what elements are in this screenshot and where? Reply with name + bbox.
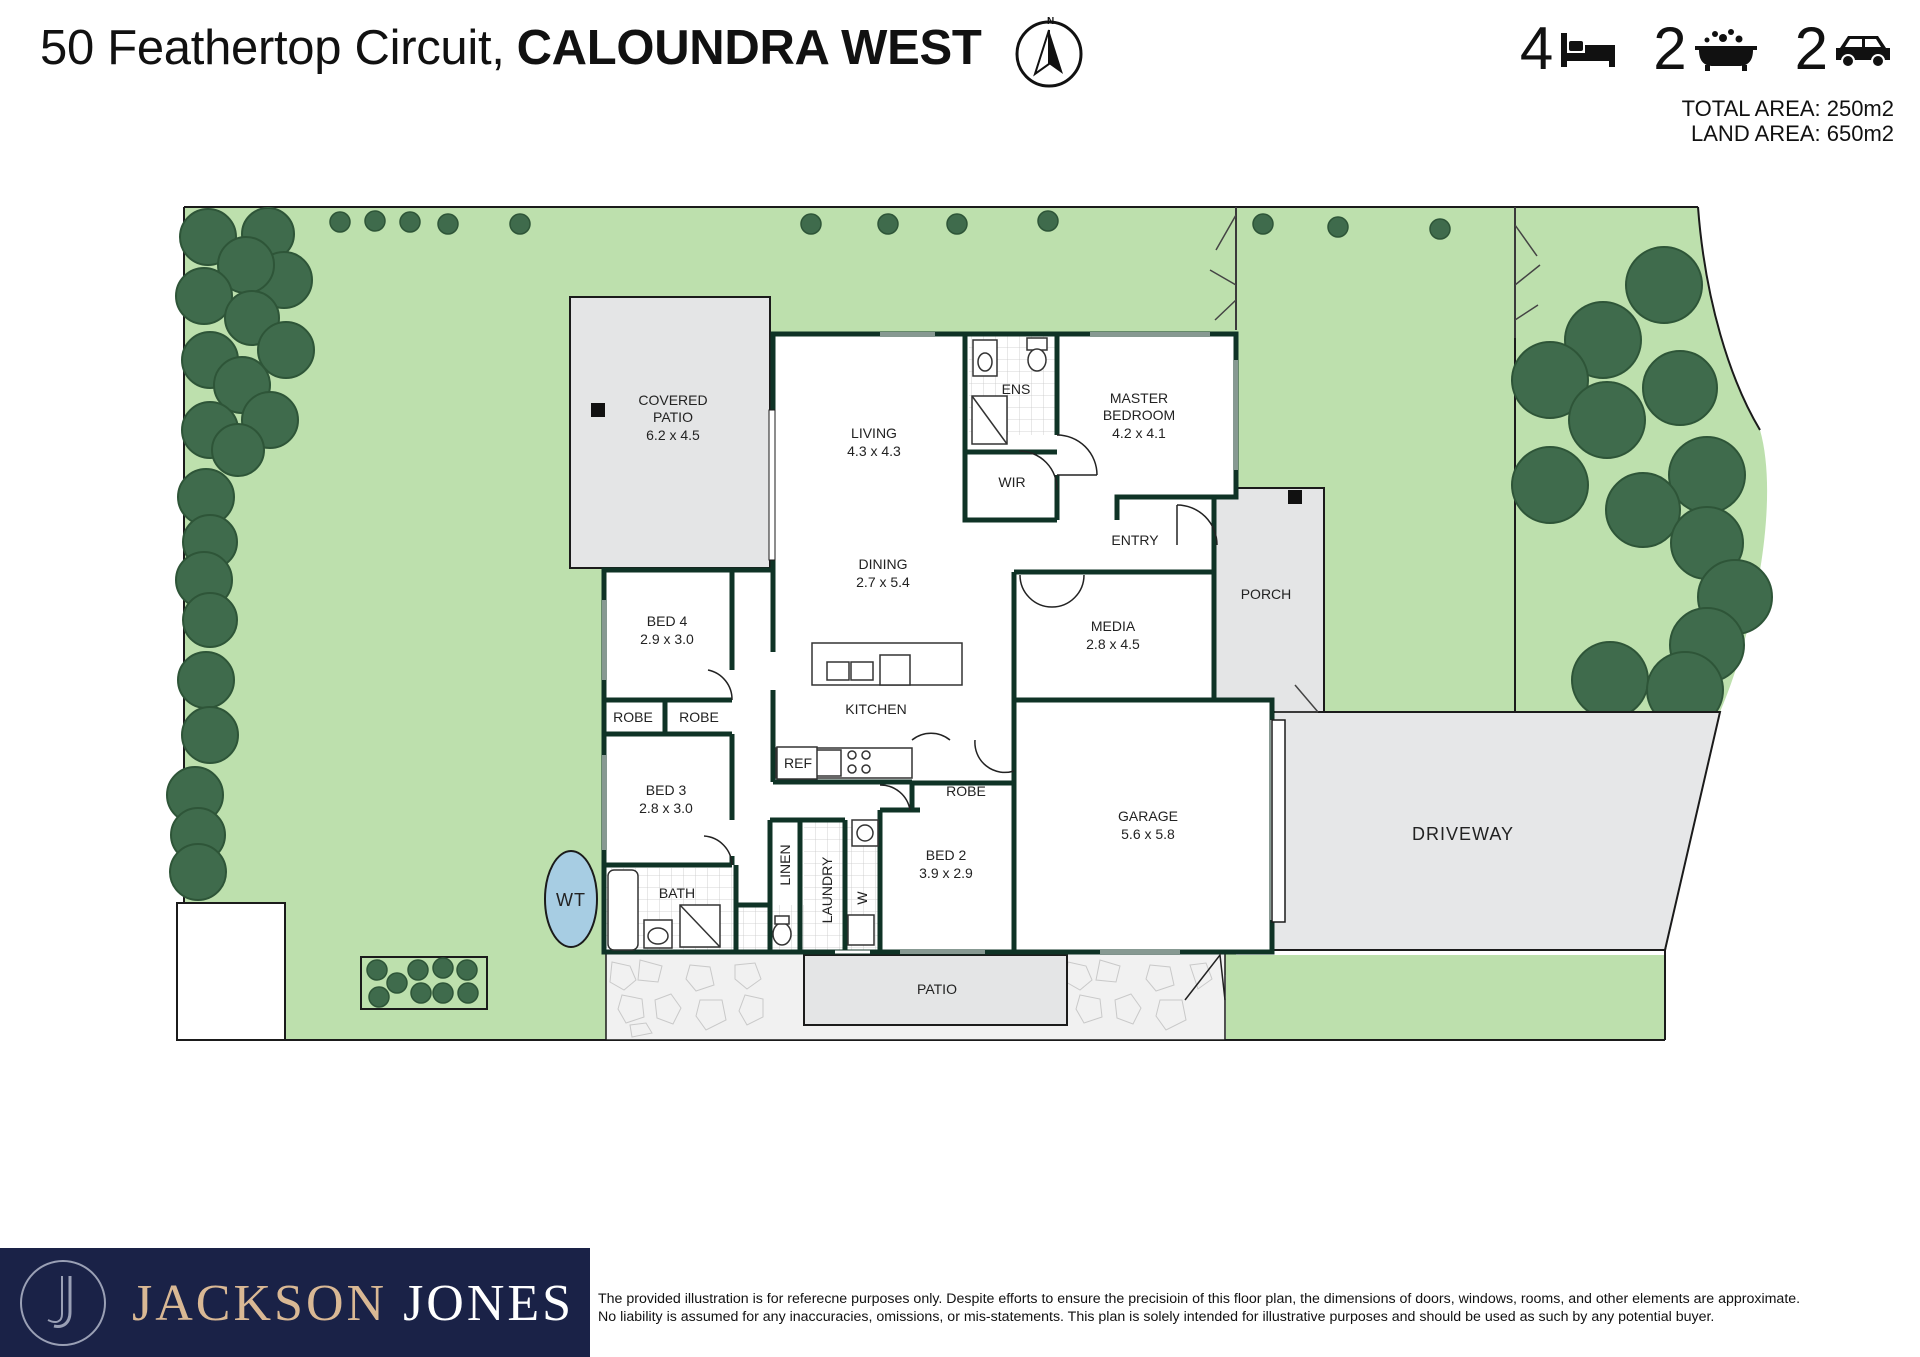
label-patio: PATIO [917,981,957,997]
cars-stat: 2 [1795,19,1892,79]
label-master-size: 4.2 x 4.1 [1112,425,1166,441]
disclaimer-line-1: The provided illustration is for referec… [598,1291,1801,1307]
brand-second-word: JONES [403,1275,575,1332]
disclaimer: The provided illustration is for referec… [598,1290,1908,1326]
bathrooms-stat: 2 [1653,19,1758,79]
car-icon [1836,36,1890,68]
label-bed4-size: 2.9 x 3.0 [640,631,694,647]
side-gates [1209,207,1541,713]
label-bed4: BED 4 [647,613,688,629]
label-bed3-size: 2.8 x 3.0 [639,800,693,816]
porch-area [1213,487,1325,719]
bathtub-icon [1694,29,1757,71]
label-bed3: BED 3 [646,782,687,798]
brand-name: JACKSON JONES [132,1274,574,1333]
jackson-jones-monogram-icon [20,1260,106,1346]
brand-panel: JACKSON JONES [0,1248,590,1357]
header: 50 Feathertop Circuit,CALOUNDRA WEST N 4… [0,0,1920,160]
garden-shed [176,902,286,1041]
label-porch: PORCH [1241,586,1292,602]
label-bed2: BED 2 [926,847,967,863]
label-living: LIVING [851,425,897,441]
label-wir: WIR [998,474,1025,490]
label-garage-size: 5.6 x 5.8 [1121,826,1175,842]
house-walls [601,331,1275,955]
land-area: LAND AREA: 650m2 [1691,121,1894,146]
tree-group-top [329,210,1451,240]
address-suburb: CALOUNDRA WEST [516,21,982,75]
label-bath: BATH [659,885,695,901]
tree-group-left [166,207,315,901]
bed-icon [1561,33,1616,67]
label-dining: DINING [859,556,908,572]
bathrooms-count: 2 [1653,15,1687,82]
rear-patio-area [803,954,1068,1026]
label-entry: ENTRY [1111,532,1159,548]
label-master-1: MASTER [1110,390,1168,406]
label-garage: GARAGE [1118,808,1178,824]
label-covered-patio-2: PATIO [653,409,693,425]
label-kitchen: KITCHEN [845,701,906,717]
label-master-2: BEDROOM [1103,407,1175,423]
label-media: MEDIA [1091,618,1136,634]
label-laundry: LAUNDRY [819,856,835,923]
label-w: W [854,891,870,905]
label-living-size: 4.3 x 4.3 [847,443,901,459]
room-labels: COVERED PATIO 6.2 x 4.5 LIVING 4.3 x 4.3… [556,381,1514,997]
garden-bed [360,956,488,1010]
tree-group-right [1511,246,1773,729]
door-swings [703,434,1226,1001]
label-robe-a: ROBE [613,709,653,725]
total-area: TOTAL AREA: 250m2 [1681,96,1894,121]
label-ens: ENS [1002,381,1031,397]
north-arrow-icon: N [1015,16,1083,88]
window-lines [603,333,1237,953]
property-address: 50 Feathertop Circuit,CALOUNDRA WEST [40,20,982,76]
label-linen: LINEN [777,844,793,885]
label-robe-c: ROBE [946,783,986,799]
water-tank [544,850,598,948]
porch-post [1288,490,1302,504]
floor-plan: COVERED PATIO 6.2 x 4.5 LIVING 4.3 x 4.3… [166,206,1773,1041]
garage-door [1271,719,1286,923]
disclaimer-line-2: No liability is assumed for any inaccura… [598,1309,1715,1325]
label-robe-b: ROBE [679,709,719,725]
footer: JACKSON JONES The provided illustration … [0,1248,1920,1357]
label-driveway: DRIVEWAY [1412,824,1514,844]
property-stats: 4 2 2 [1484,14,1892,84]
label-ref: REF [784,755,812,771]
bedrooms-count: 4 [1519,15,1554,82]
compass-north-label: N [1047,16,1054,27]
label-covered-patio-size: 6.2 x 4.5 [646,427,700,443]
label-wt: WT [556,890,586,910]
brand-first-word: JACKSON [132,1275,388,1332]
label-bed2-size: 3.9 x 2.9 [919,865,973,881]
label-media-size: 2.8 x 4.5 [1086,636,1140,652]
patio-post [591,403,605,417]
label-covered-patio-1: COVERED [638,392,707,408]
cars-count: 2 [1794,15,1828,82]
address-street: 50 Feathertop Circuit, [40,21,505,75]
label-dining-size: 2.7 x 5.4 [856,574,910,590]
area-summary: TOTAL AREA: 250m2 LAND AREA: 650m2 [1682,96,1894,146]
covered-patio-area [569,296,771,569]
fixtures [607,337,1048,951]
bedrooms-stat: 4 [1520,19,1617,79]
patio-sliding-door [768,409,776,561]
